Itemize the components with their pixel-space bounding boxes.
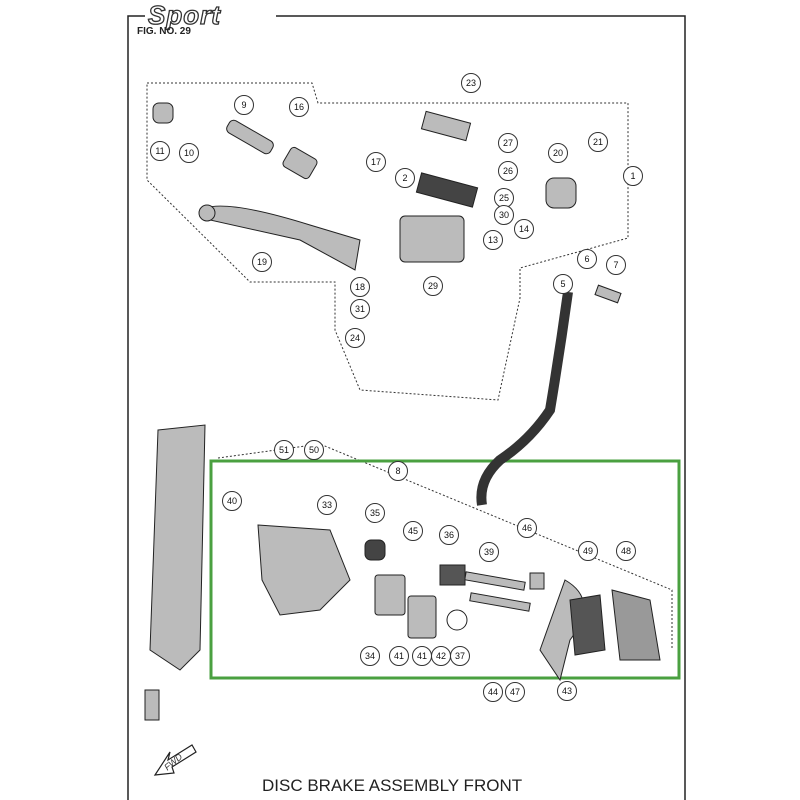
callout-part-16: 16 xyxy=(289,97,309,117)
callout-part-19: 19 xyxy=(252,252,272,272)
fwd-arrow-icon xyxy=(153,744,197,776)
figure-number: FIG. NO. 29 xyxy=(137,26,191,37)
callout-part-6: 6 xyxy=(577,249,597,269)
callout-part-34: 34 xyxy=(360,646,380,666)
callout-part-36: 36 xyxy=(439,525,459,545)
callout-part-49: 49 xyxy=(578,541,598,561)
callout-part-23: 23 xyxy=(461,73,481,93)
callout-part-50: 50 xyxy=(304,440,324,460)
callout-part-48: 48 xyxy=(616,541,636,561)
callout-part-30: 30 xyxy=(494,205,514,225)
callout-part-9: 9 xyxy=(234,95,254,115)
master-cylinder-group-outline xyxy=(146,82,673,650)
callout-part-5: 5 xyxy=(553,274,573,294)
callout-part-7: 7 xyxy=(606,255,626,275)
callout-part-41: 41 xyxy=(389,646,409,666)
callout-part-44: 44 xyxy=(483,682,503,702)
callout-part-11: 11 xyxy=(150,141,170,161)
callout-part-10: 10 xyxy=(179,143,199,163)
callout-part-8: 8 xyxy=(388,461,408,481)
callout-part-37: 37 xyxy=(450,646,470,666)
caliper-highlight-box xyxy=(209,459,681,680)
callout-part-27: 27 xyxy=(498,133,518,153)
callout-part-31: 31 xyxy=(350,299,370,319)
callout-part-20: 20 xyxy=(548,143,568,163)
callout-part-25: 25 xyxy=(494,188,514,208)
callout-part-45: 45 xyxy=(403,521,423,541)
frame-right xyxy=(276,15,686,800)
callout-part-17: 17 xyxy=(366,152,386,172)
callout-part-35: 35 xyxy=(365,503,385,523)
parts xyxy=(144,102,661,721)
callout-part-41: 41 xyxy=(412,646,432,666)
callout-part-39: 39 xyxy=(479,542,499,562)
diagram-title: DISC BRAKE ASSEMBLY FRONT xyxy=(262,776,523,795)
callout-part-40: 40 xyxy=(222,491,242,511)
callout-part-18: 18 xyxy=(350,277,370,297)
callout-part-42: 42 xyxy=(431,646,451,666)
callout-part-46: 46 xyxy=(517,518,537,538)
callout-part-24: 24 xyxy=(345,328,365,348)
callout-part-29: 29 xyxy=(423,276,443,296)
callout-part-2: 2 xyxy=(395,168,415,188)
callout-part-13: 13 xyxy=(483,230,503,250)
callout-part-43: 43 xyxy=(557,681,577,701)
callout-part-1: 1 xyxy=(623,166,643,186)
callout-part-51: 51 xyxy=(274,440,294,460)
callout-part-26: 26 xyxy=(498,161,518,181)
callout-part-21: 21 xyxy=(588,132,608,152)
callout-part-47: 47 xyxy=(505,682,525,702)
callout-part-14: 14 xyxy=(514,219,534,239)
callout-part-33: 33 xyxy=(317,495,337,515)
frame-left xyxy=(127,15,145,800)
brand-logo: Sport xyxy=(147,0,221,31)
